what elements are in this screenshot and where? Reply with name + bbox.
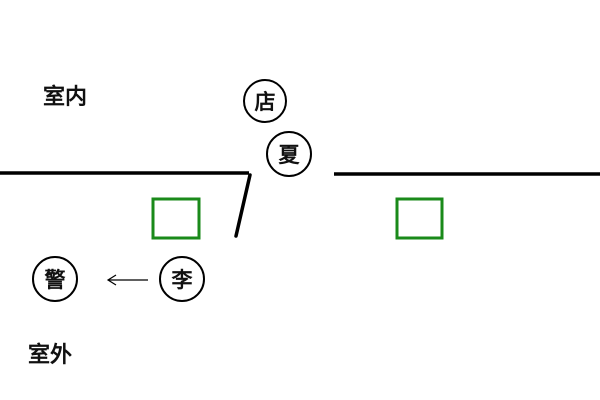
- li-person: 李: [159, 256, 205, 302]
- xia-char: 夏: [279, 143, 301, 167]
- li-char: 李: [171, 268, 194, 292]
- indoor-label: 室内: [43, 84, 87, 110]
- green-box-left: [151, 197, 201, 240]
- door-panel: [234, 173, 252, 238]
- xia-person: 夏: [266, 131, 312, 177]
- police-person: 警: [32, 256, 78, 302]
- shop-person: 店: [243, 79, 287, 123]
- outdoor-label: 室外: [28, 342, 72, 368]
- shop-char: 店: [255, 90, 276, 114]
- police-char: 警: [44, 268, 66, 292]
- green-box-right: [395, 197, 444, 240]
- left-arrow-icon: [106, 274, 148, 286]
